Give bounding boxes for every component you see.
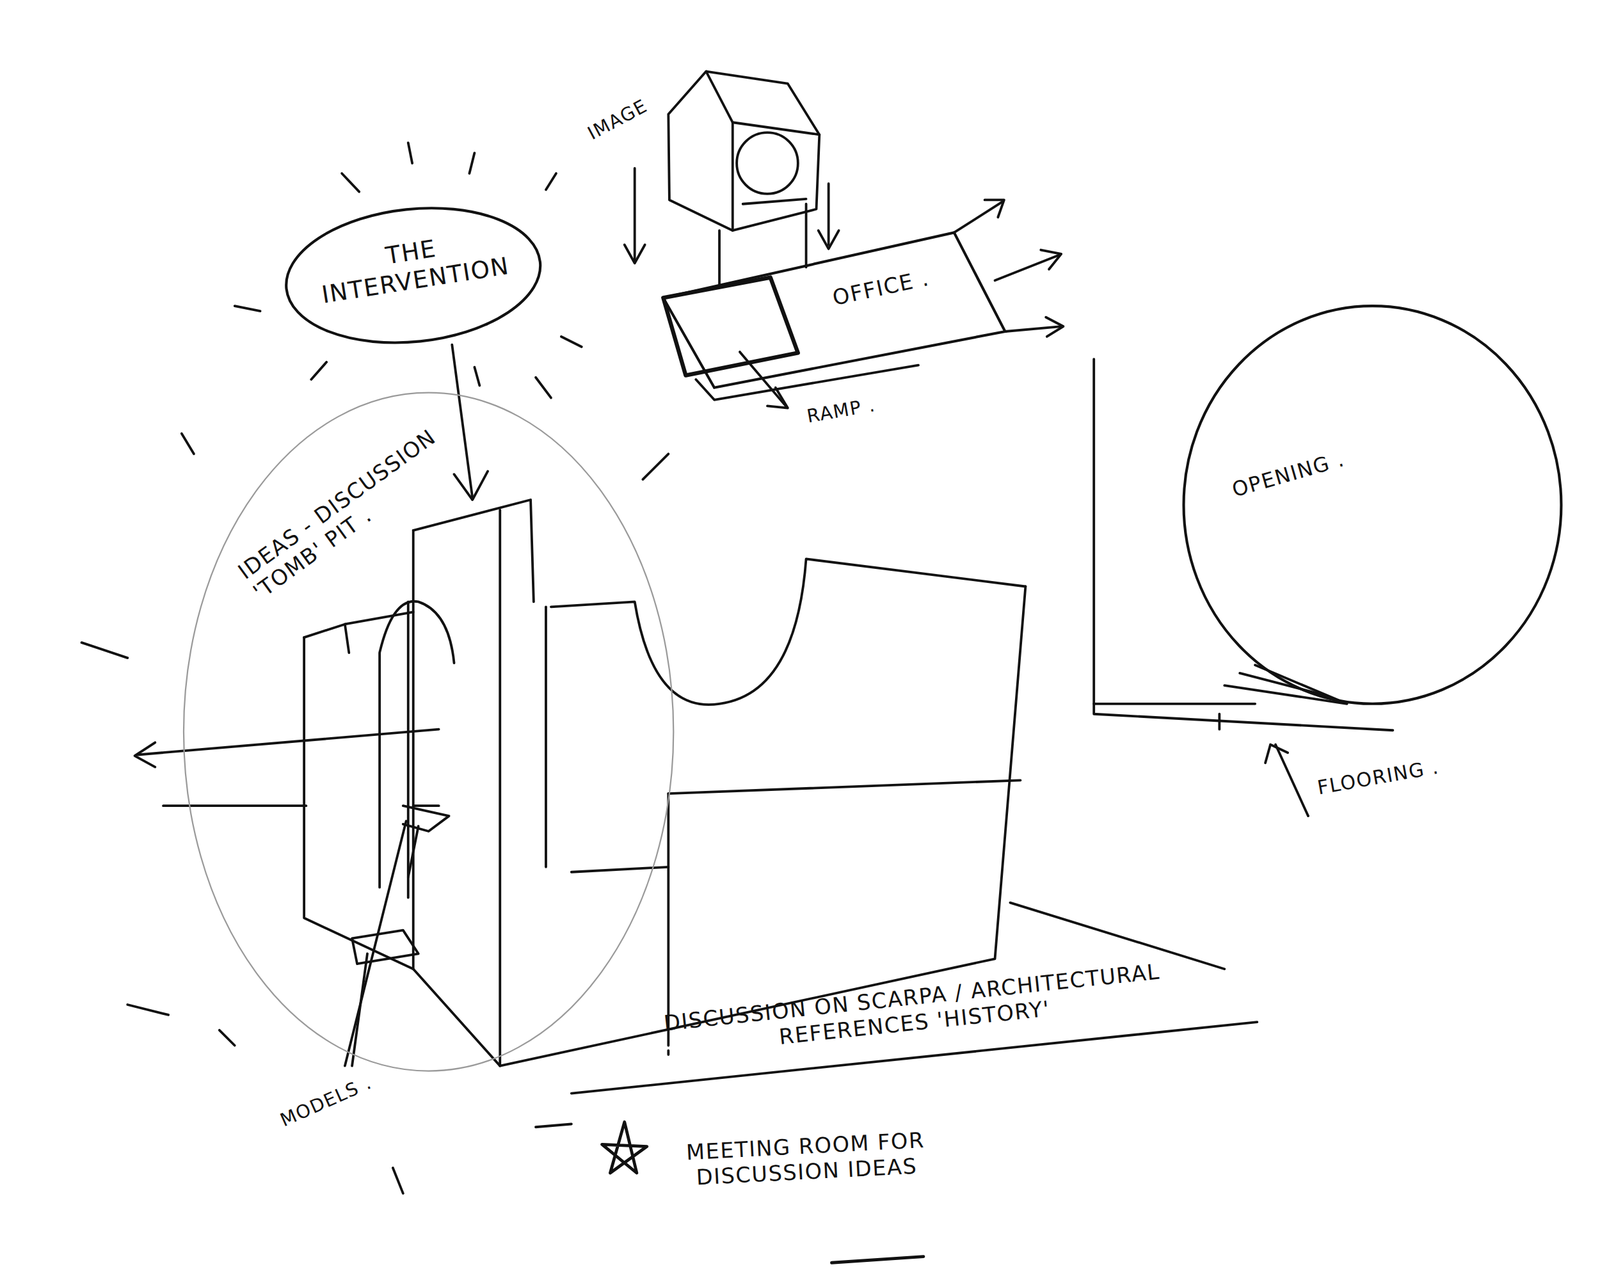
node-text: OFFICE .: [830, 258, 966, 312]
label-anchor: IMAGE: [583, 101, 676, 124]
leader-line: [344, 821, 407, 1067]
opening-circle: OPENING .: [1184, 305, 1562, 704]
emphasis-rays: [81, 142, 669, 1194]
flooring-label: FLOORING .: [1315, 750, 1471, 800]
ideas-oval: IDEAS - DISCUSSION 'TOMB' PIT .: [183, 392, 674, 1072]
ramp-label: RAMP .: [805, 385, 920, 427]
node-outline: [183, 392, 674, 1072]
meeting-room-note: MEETING ROOM FOR DISCUSSION IDEAS: [652, 1126, 961, 1194]
image-box-sketch: [624, 71, 1064, 409]
star-symbol: [602, 1121, 648, 1174]
building-sketch: [134, 499, 1225, 1067]
node-text: IDEAS - DISCUSSION 'TOMB' PIT .: [233, 414, 471, 607]
leader-line: [352, 953, 368, 1066]
label-anchor: RAMP .: [806, 395, 919, 418]
node-text: THE INTERVENTION: [312, 222, 514, 310]
image-label: IMAGE: [583, 81, 676, 145]
label-anchor: DISCUSSION ON SCARPA / ARCHITECTURAL REF…: [627, 985, 1200, 1037]
label-anchor: FLOORING .: [1316, 762, 1470, 786]
office-plane: OFFICE .: [652, 229, 1010, 404]
underline: [831, 1256, 923, 1264]
arrow-head: [454, 471, 489, 500]
models-label: MODELS .: [276, 1057, 407, 1132]
node-text: OPENING .: [1229, 436, 1384, 503]
node-outline: [652, 229, 1010, 404]
node-outline: [1184, 305, 1562, 704]
label-anchor: MEETING ROOM FOR DISCUSSION IDEAS: [652, 1134, 959, 1186]
intervention-oval: THE INTERVENTION: [285, 209, 541, 342]
label-anchor: MODELS .: [275, 1083, 408, 1106]
scarpa-note: DISCUSSION ON SCARPA / ARCHITECTURAL REF…: [626, 955, 1200, 1067]
separator-line: [535, 1123, 572, 1128]
opening-section-sketch: [1093, 359, 1393, 816]
